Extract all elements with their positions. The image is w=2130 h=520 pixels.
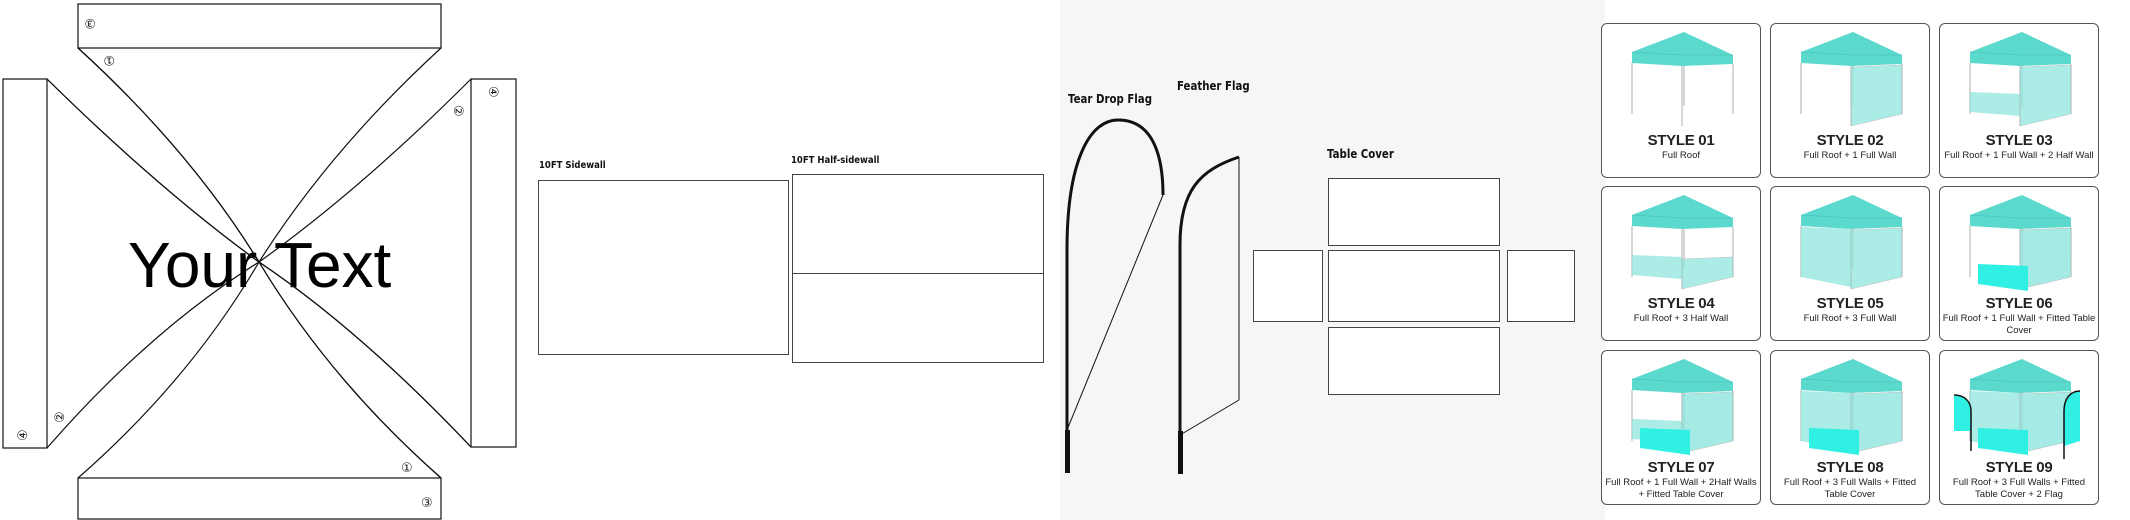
- marker: ④: [16, 429, 31, 441]
- half-sidewall-panel-bottom: [792, 273, 1044, 363]
- style-description: Full Roof + 1 Full Wall + 2Half Walls + …: [1605, 477, 1757, 500]
- style-title: STYLE 05: [1816, 295, 1884, 312]
- roof: [1801, 195, 1902, 229]
- sidewall-label: 10FT Sidewall: [539, 160, 606, 171]
- table-cover-right-panel: [1507, 250, 1575, 322]
- marker: ③: [421, 496, 433, 511]
- tent-illustration-icon: [1631, 195, 1734, 290]
- left-wall: [1801, 227, 1851, 287]
- style-description: Full Roof + 3 Full Wall: [1803, 313, 1897, 324]
- style-title: STYLE 09: [1985, 459, 2053, 476]
- half-sidewall-label: 10FT Half-sidewall: [791, 155, 880, 166]
- left-wall: [1970, 92, 2020, 116]
- style-title: STYLE 04: [1647, 295, 1715, 312]
- center-lines-overlay: [46, 47, 472, 479]
- tent-illustration-icon: [1969, 32, 2072, 127]
- bottom-valance: [77, 477, 442, 520]
- roof: [1632, 195, 1733, 229]
- style-description: Full Roof: [1661, 150, 1700, 161]
- flag-right: [2064, 391, 2080, 446]
- style-title: STYLE 01: [1647, 132, 1715, 149]
- right-wall: [1850, 227, 1903, 290]
- table-cover-left-panel: [1253, 250, 1323, 322]
- teardrop-flag-base: [1065, 430, 1070, 473]
- style-title: STYLE 08: [1816, 459, 1884, 476]
- style-description: Full Roof + 1 Full Wall: [1803, 150, 1897, 161]
- style-title: STYLE 07: [1647, 459, 1715, 476]
- roof: [1970, 359, 2071, 393]
- style-title: STYLE 02: [1816, 132, 1884, 149]
- style-description: Full Roof + 1 Full Wall + Fitted Table C…: [1942, 313, 2096, 336]
- marker: ①: [401, 461, 413, 476]
- style-description: Full Roof + 3 Half Wall: [1633, 313, 1729, 324]
- table-cover: [1809, 428, 1859, 455]
- right-wall: [2019, 64, 2072, 127]
- roof: [1970, 32, 2071, 66]
- style-title: STYLE 03: [1985, 132, 2053, 149]
- top-valance: [77, 3, 442, 49]
- marker: ③: [84, 15, 96, 30]
- center-text: Your Text: [128, 229, 392, 301]
- tent-illustration-icon: [1800, 195, 1903, 290]
- table-cover-label: Table Cover: [1327, 147, 1394, 161]
- flag-left: [1954, 395, 1971, 431]
- flags-drawing: [1065, 118, 1240, 474]
- marker: ①: [103, 52, 115, 67]
- left-valance: [2, 78, 48, 449]
- teardrop-flag: [1065, 118, 1165, 473]
- tent-illustration-icon: [1800, 32, 1903, 127]
- teardrop-flag-label: Tear Drop Flag: [1068, 92, 1152, 106]
- style-title: STYLE 06: [1985, 295, 2053, 312]
- style-description: Full Roof + 3 Full Walls + Fitted Table …: [1783, 477, 1917, 500]
- marker: ②: [53, 411, 68, 423]
- full-sidewall-panel: [538, 180, 789, 355]
- tent-illustration-icon: [1800, 359, 1903, 455]
- right-wall: [1681, 256, 1734, 290]
- marker: ④: [485, 86, 500, 98]
- feather-flag-base: [1178, 431, 1183, 474]
- table-cover-back-panel: [1328, 178, 1500, 246]
- table-cover-front-panel: [1328, 250, 1500, 322]
- right-valance: [470, 78, 517, 448]
- feather-flag-label: Feather Flag: [1177, 79, 1250, 93]
- table-cover: [1640, 428, 1690, 455]
- roof: [1632, 359, 1733, 393]
- tent-illustration-icon: [1631, 359, 1734, 455]
- roof: [1632, 32, 1733, 66]
- roof: [1801, 32, 1902, 66]
- roof-template-diagram: ③ ① ② ④ ② ④ ① ③ Your Text: [0, 0, 530, 520]
- left-wall: [1632, 255, 1682, 279]
- table-cover-top-panel: [1328, 327, 1500, 395]
- roof: [1970, 195, 2071, 229]
- right-wall: [1850, 64, 1903, 127]
- tent-illustration-icon: [1969, 195, 2072, 291]
- roof: [1801, 359, 1902, 393]
- table-cover: [1978, 264, 2028, 291]
- tent-illustration-icon: [1953, 359, 2081, 459]
- style-description: Full Roof + 3 Full Walls + Fitted Table …: [1952, 477, 2086, 500]
- table-cover: [1978, 428, 2028, 455]
- marker: ②: [450, 105, 465, 117]
- style-description: Full Roof + 1 Full Wall + 2 Half Wall: [1944, 150, 2094, 161]
- feather-flag: [1178, 155, 1240, 474]
- tent-illustration-icon: [1631, 32, 1734, 126]
